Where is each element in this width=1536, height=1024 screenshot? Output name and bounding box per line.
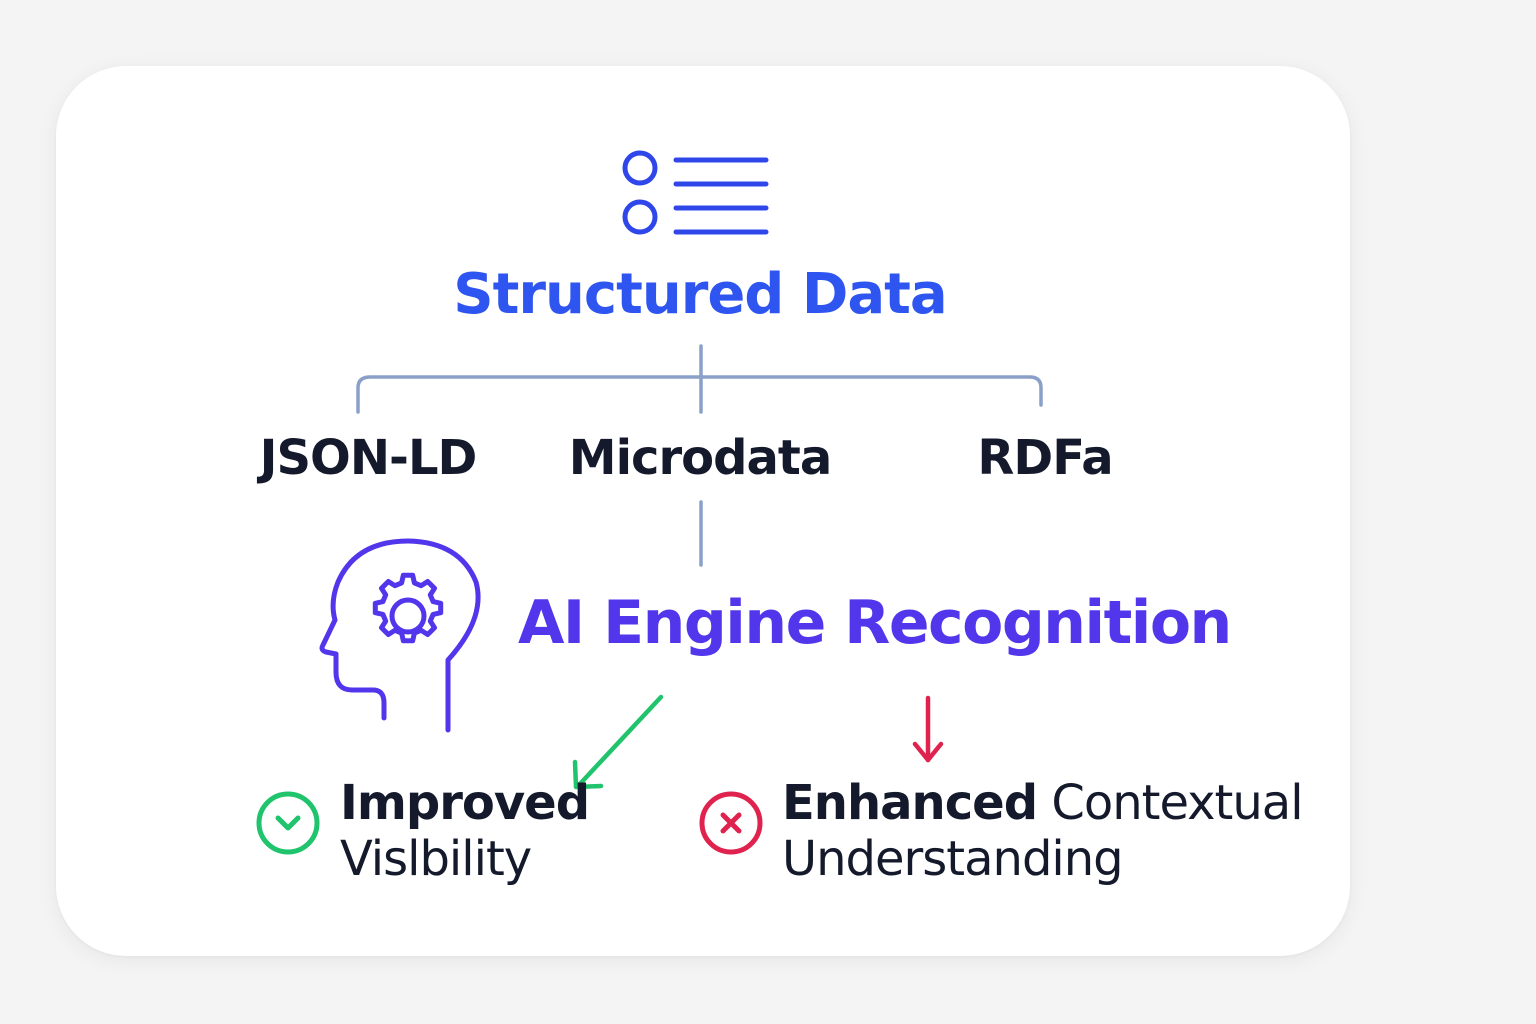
- format-rdfa: RDFa: [977, 430, 1113, 486]
- tree-connector: [356, 344, 1043, 414]
- x-circle-icon: [699, 791, 763, 855]
- outcome-enhanced-understanding: Enhanced Contextual Understanding: [782, 775, 1304, 887]
- outcome-right-line1-rest: Contextual: [1051, 775, 1303, 831]
- arrow-down-icon: [912, 695, 944, 763]
- root-title: Structured Data: [453, 262, 947, 327]
- outcome-right-line2: Understanding: [782, 831, 1124, 887]
- outcome-left-line1: Improved: [340, 775, 590, 831]
- outcome-left-line2: Vislbility: [340, 831, 532, 887]
- outcome-right-line1-bold: Enhanced: [782, 775, 1038, 831]
- ai-head-gear-icon: [319, 538, 481, 733]
- format-jsonld: JSON-LD: [259, 430, 478, 486]
- engine-title: AI Engine Recognition: [518, 588, 1232, 658]
- outcome-improved-visibility: Improved Vislbility: [340, 775, 590, 887]
- diagram-card: [56, 66, 1350, 956]
- check-circle-icon: [256, 791, 320, 855]
- arrow-down-left-icon: [572, 694, 664, 790]
- format-microdata: Microdata: [568, 430, 832, 486]
- list-icon: [622, 150, 769, 235]
